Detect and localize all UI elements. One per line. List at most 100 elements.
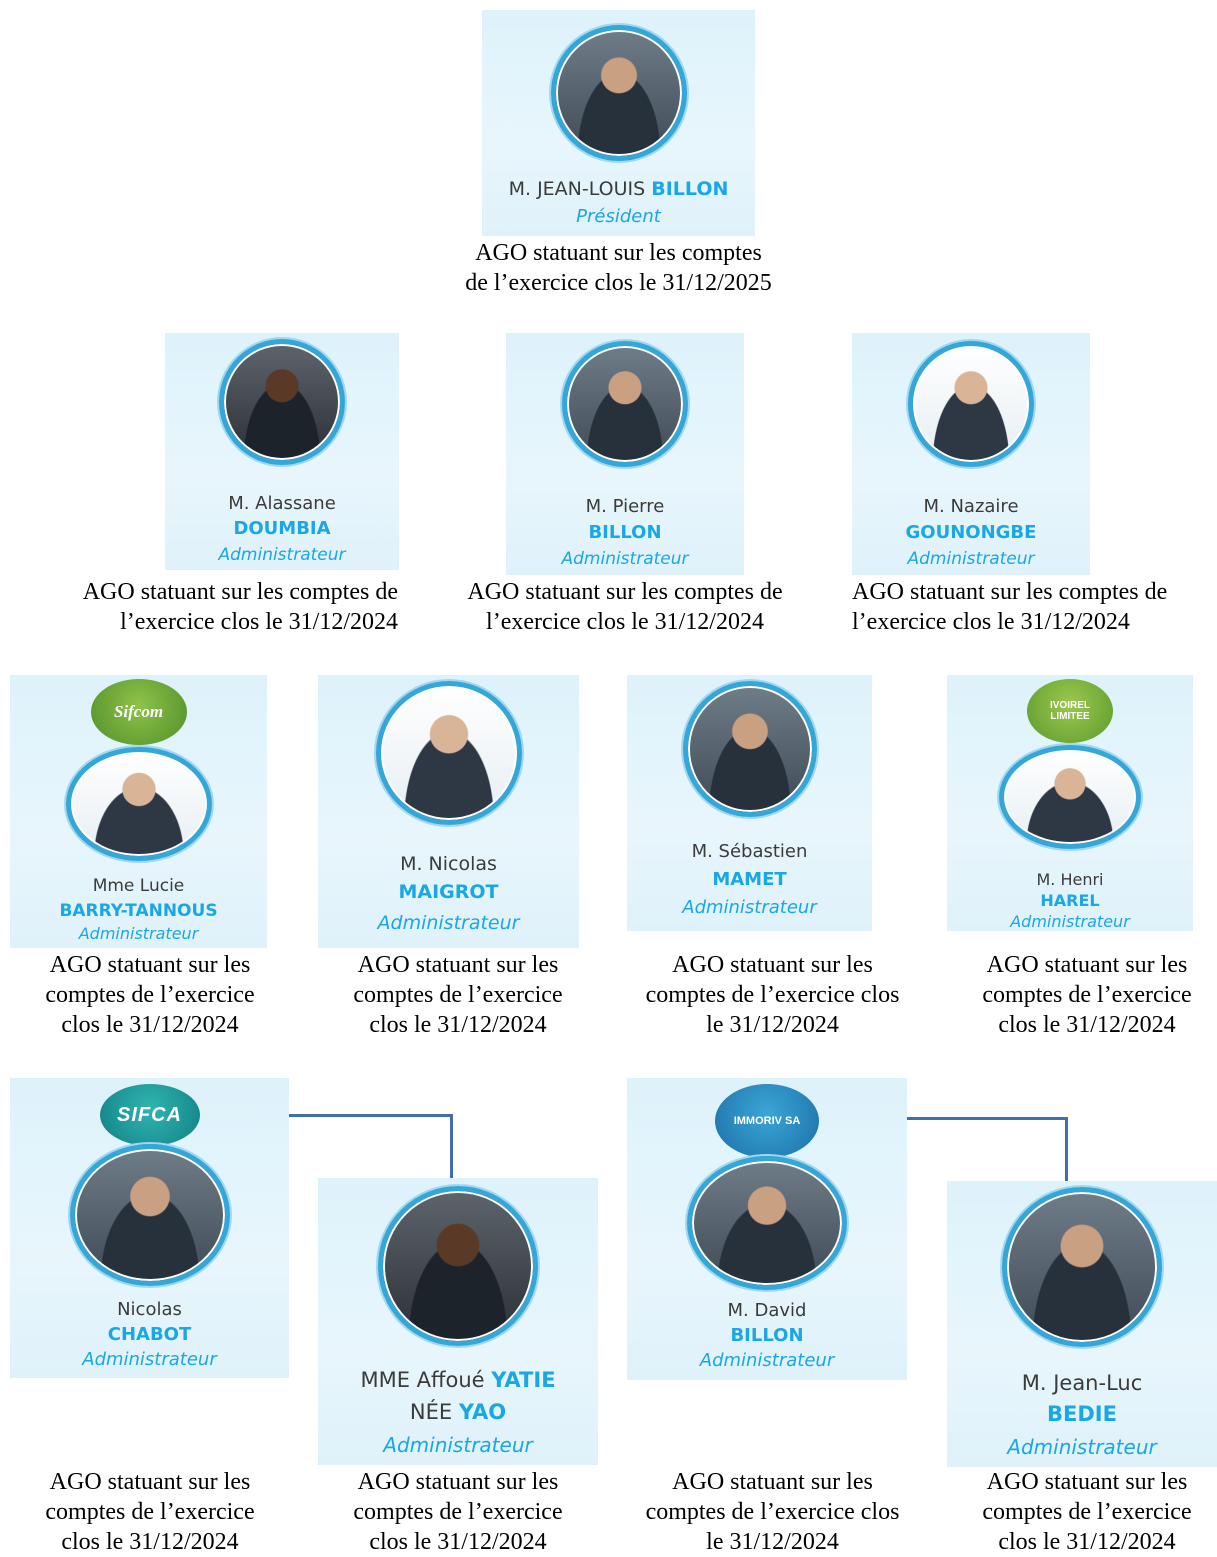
director-role: Administrateur xyxy=(218,545,346,565)
director-caption: AGO statuant sur les comptes de l’exerci… xyxy=(620,1467,925,1557)
caption-line: comptes de l’exercice xyxy=(45,1499,255,1525)
director-photo xyxy=(1002,1187,1162,1347)
logo-text: Sifcom xyxy=(113,702,164,721)
caption-line: AGO statuant sur les comptes de xyxy=(82,579,398,605)
caption-line: comptes de l’exercice xyxy=(45,982,255,1008)
director-name-line-2: NÉE YAO xyxy=(318,1400,598,1424)
director-role: Administrateur xyxy=(1007,1435,1157,1459)
director-role: Administrateur xyxy=(699,1350,835,1371)
director-photo xyxy=(687,1156,847,1290)
president-card: M. JEAN-LOUIS BILLON Président xyxy=(482,10,755,236)
logo-text: SIFCA xyxy=(117,1103,182,1126)
caption-line: comptes de l’exercice xyxy=(982,982,1192,1008)
director-photo xyxy=(562,341,688,467)
director-surname: BARRY-TANNOUS xyxy=(59,901,218,921)
caption-line: AGO statuant sur les xyxy=(49,1469,251,1495)
director-card-chabot: SIFCA Nicolas CHABOT Administrateur xyxy=(10,1078,289,1378)
caption-line: AGO statuant sur les comptes xyxy=(475,240,762,266)
director-photo xyxy=(375,681,522,825)
director-card-mamet: M. Sébastien MAMET Administrateur xyxy=(627,675,872,931)
director-name: Nicolas xyxy=(117,1299,182,1320)
caption-line: clos le 31/12/2024 xyxy=(998,1529,1176,1555)
sifca-logo: SIFCA xyxy=(99,1084,200,1146)
director-caption: AGO statuant sur les comptes de l’exerci… xyxy=(620,950,925,1040)
director-card-harel: IVOIREL LIMITEE M. Henri HAREL Administr… xyxy=(947,675,1193,931)
director-role: Administrateur xyxy=(907,549,1035,569)
caption-line: le 31/12/2024 xyxy=(706,1012,839,1038)
caption-line: AGO statuant sur les xyxy=(986,952,1188,978)
director-caption: AGO statuant sur les comptes de l’exerci… xyxy=(318,950,598,1040)
director-photo xyxy=(682,681,817,817)
ivoirel-logo: IVOIREL LIMITEE xyxy=(1027,679,1113,743)
director-name: M. David xyxy=(727,1300,807,1321)
immoriv-logo: IMMORIV SA xyxy=(715,1084,819,1158)
director-photo xyxy=(378,1186,538,1346)
president-photo xyxy=(550,25,687,161)
director-name-2: NÉE xyxy=(409,1400,453,1424)
director-surname: DOUMBIA xyxy=(233,518,331,539)
logo-text: IVOIREL xyxy=(1049,700,1090,711)
director-caption: AGO statuant sur les comptes de l’exerci… xyxy=(10,950,290,1040)
director-surname: CHABOT xyxy=(107,1324,192,1345)
director-surname: BEDIE xyxy=(1047,1402,1117,1426)
caption-line: AGO statuant sur les xyxy=(49,952,251,978)
director-card-bedie: M. Jean-Luc BEDIE Administrateur xyxy=(947,1181,1217,1467)
caption-line: le 31/12/2024 xyxy=(706,1529,839,1555)
director-role: Administrateur xyxy=(682,897,817,918)
director-role: Administrateur xyxy=(383,1433,533,1457)
director-photo xyxy=(908,341,1034,467)
director-caption: AGO statuant sur les comptes de l’exerci… xyxy=(10,1467,290,1557)
logo-text: LIMITEE xyxy=(1050,711,1090,722)
director-caption: AGO statuant sur les comptes de l’exerci… xyxy=(318,1467,598,1557)
director-surname: BILLON xyxy=(588,522,662,543)
director-role: Administrateur xyxy=(1010,912,1130,931)
director-photo xyxy=(65,747,212,861)
president-role: Président xyxy=(576,206,661,227)
director-surname: HAREL xyxy=(1040,891,1100,910)
president-caption: AGO statuant sur les comptes de l’exerci… xyxy=(380,238,857,298)
logo-text: IMMORIV SA xyxy=(733,1115,801,1127)
director-name: M. Alassane xyxy=(228,493,336,514)
director-surname-2: YAO xyxy=(458,1400,507,1424)
director-role: Administrateur xyxy=(377,912,520,934)
caption-line: de l’exercice clos le 31/12/2025 xyxy=(465,270,772,296)
director-caption: AGO statuant sur les comptes de l’exerci… xyxy=(20,577,398,637)
caption-line: AGO statuant sur les xyxy=(986,1469,1188,1495)
director-name: Mme Lucie xyxy=(92,876,185,896)
connector-line xyxy=(808,1117,1068,1120)
director-caption: AGO statuant sur les comptes de l’exerci… xyxy=(432,577,818,637)
director-card-doumbia: M. Alassane DOUMBIA Administrateur xyxy=(165,333,399,570)
caption-line: l’exercice clos le 31/12/2024 xyxy=(486,609,764,635)
caption-line: clos le 31/12/2024 xyxy=(998,1012,1176,1038)
director-caption: AGO statuant sur les comptes de l’exerci… xyxy=(947,1467,1217,1557)
director-name: M. Henri xyxy=(1036,870,1104,889)
caption-line: AGO statuant sur les xyxy=(357,952,559,978)
director-card-yatie: MME Affoué YATIE NÉE YAO Administrateur xyxy=(318,1178,598,1465)
connector-line xyxy=(450,1114,453,1182)
caption-line: l’exercice clos le 31/12/2024 xyxy=(852,609,1130,635)
director-card-pierre-billon: M. Pierre BILLON Administrateur xyxy=(506,333,744,575)
president-surname: BILLON xyxy=(651,178,729,200)
caption-line: comptes de l’exercice clos xyxy=(645,1499,900,1525)
director-surname: GOUNONGBE xyxy=(905,522,1037,543)
director-name: M. Pierre xyxy=(585,496,665,517)
caption-line: clos le 31/12/2024 xyxy=(61,1529,239,1555)
director-card-david-billon: IMMORIV SA M. David BILLON Administrateu… xyxy=(627,1078,907,1380)
director-surname: YATIE xyxy=(491,1368,556,1392)
director-photo xyxy=(219,339,345,465)
director-surname: MAIGROT xyxy=(398,881,499,903)
director-name: M. Nazaire xyxy=(923,496,1019,517)
director-caption: AGO statuant sur les comptes de l’exerci… xyxy=(947,950,1217,1040)
caption-line: AGO statuant sur les xyxy=(357,1469,559,1495)
director-card-barry-tannous: Sifcom Mme Lucie BARRY-TANNOUS Administr… xyxy=(10,675,267,948)
caption-line: clos le 31/12/2024 xyxy=(369,1529,547,1555)
president-name: M. JEAN-LOUIS xyxy=(508,178,646,200)
connector-line xyxy=(1065,1117,1068,1183)
director-photo xyxy=(999,745,1141,849)
sifcom-logo: Sifcom xyxy=(90,679,187,745)
caption-line: clos le 31/12/2024 xyxy=(369,1012,547,1038)
caption-line: AGO statuant sur les xyxy=(672,952,873,978)
director-card-maigrot: M. Nicolas MAIGROT Administrateur xyxy=(318,675,579,948)
connector-line xyxy=(192,1114,453,1117)
caption-line: AGO statuant sur les comptes de xyxy=(467,579,783,605)
